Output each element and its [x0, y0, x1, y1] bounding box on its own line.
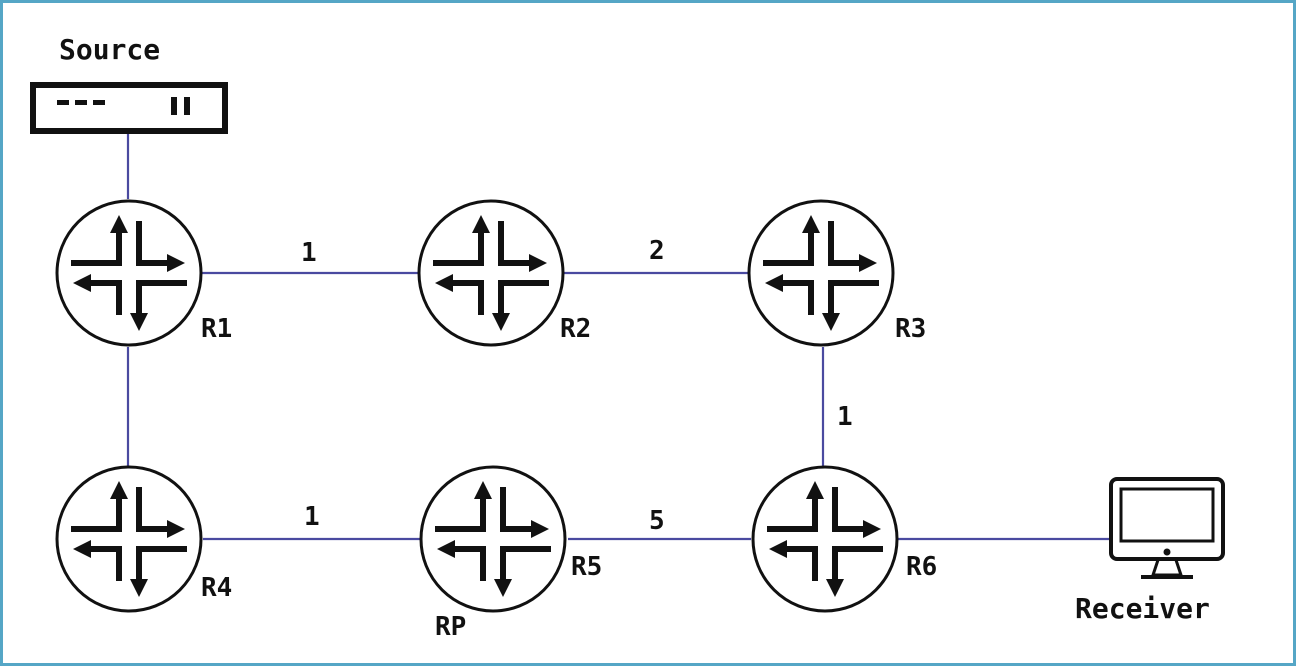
receiver-monitor-icon [1109, 477, 1225, 579]
cost-r2-r3: 2 [649, 236, 665, 266]
router-icon [421, 467, 565, 611]
cost-r4-r5: 1 [304, 502, 320, 532]
receiver-label: Receiver [1075, 592, 1210, 625]
router-icon [419, 201, 563, 345]
router-icon [753, 467, 897, 611]
router-r5 [421, 467, 565, 611]
cost-r1-r2: 1 [301, 238, 317, 268]
network-topology: 1 2 1 1 5 Source R1 R2 R3 R4 R5 RP R6 [30, 33, 1225, 642]
router-label-r3: R3 [895, 314, 926, 344]
router-r2 [419, 201, 563, 345]
cost-r3-r6: 1 [837, 402, 853, 432]
source-server-icon [30, 82, 228, 134]
router-r4 [57, 467, 201, 611]
router-label-r5: R5 [571, 552, 602, 582]
cost-r5-r6: 5 [649, 506, 665, 536]
router-label-r6: R6 [906, 552, 937, 582]
source-label: Source [59, 33, 160, 66]
router-icon [57, 201, 201, 345]
router-r6 [753, 467, 897, 611]
router-label-r4: R4 [201, 573, 232, 603]
router-r3 [749, 201, 893, 345]
router-icon [749, 201, 893, 345]
router-icon [57, 467, 201, 611]
router-label-r2: R2 [560, 314, 591, 344]
router-r1 [57, 201, 201, 345]
router-label-r1: R1 [201, 314, 232, 344]
rp-label: RP [435, 612, 466, 642]
